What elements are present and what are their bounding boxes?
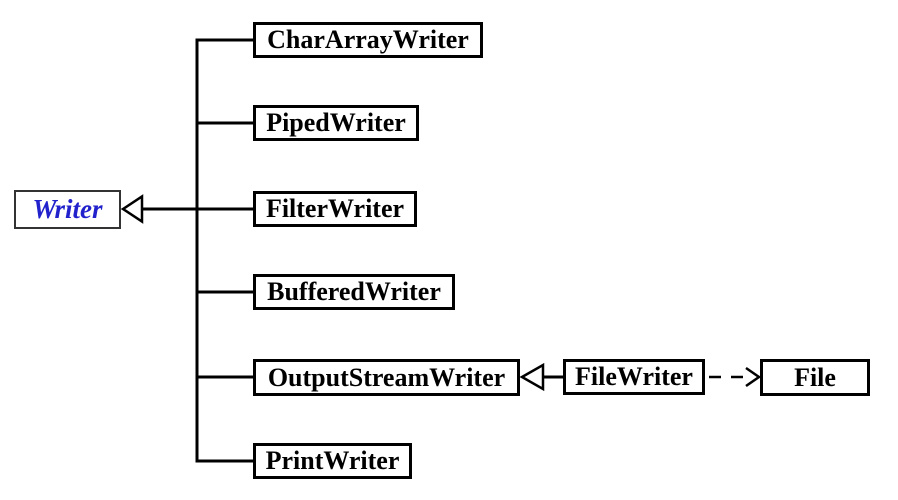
class-box-pipedwriter: PipedWriter — [253, 105, 419, 141]
class-label: PipedWriter — [266, 108, 406, 137]
class-label: BufferedWriter — [267, 277, 441, 306]
class-box-chararraywriter: CharArrayWriter — [253, 22, 483, 58]
class-box-filterwriter: FilterWriter — [253, 191, 417, 227]
dependency-arrowhead-icon — [745, 366, 762, 388]
class-box-outputstreamwriter: OutputStreamWriter — [253, 359, 520, 396]
class-label: CharArrayWriter — [267, 25, 469, 54]
class-label: PrintWriter — [265, 446, 400, 475]
class-box-filewriter: FileWriter — [563, 359, 705, 395]
inheritance-arrowhead-outputstreamwriter-icon — [519, 362, 545, 392]
class-label: FilterWriter — [265, 194, 405, 223]
class-box-writer: Writer — [14, 190, 121, 229]
class-box-bufferedwriter: BufferedWriter — [253, 274, 455, 310]
class-label: OutputStreamWriter — [267, 362, 506, 392]
class-label: File — [794, 362, 836, 392]
class-label: FileWriter — [575, 362, 693, 391]
class-box-printwriter: PrintWriter — [253, 443, 412, 479]
class-box-file: File — [760, 359, 870, 396]
writer-link-label[interactable]: Writer — [32, 194, 103, 224]
inheritance-arrowhead-writer-icon — [120, 194, 144, 224]
